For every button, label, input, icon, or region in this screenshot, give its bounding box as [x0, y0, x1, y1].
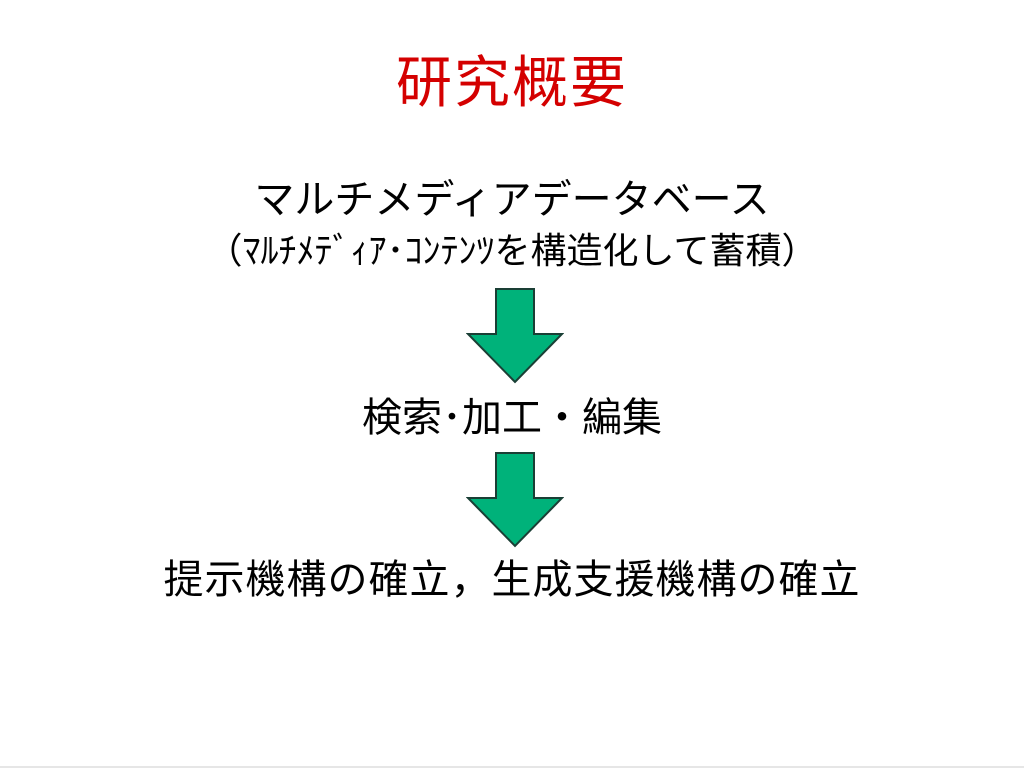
text-mechanism-establishment: 提示機構の確立，生成支援機構の確立 — [163, 557, 861, 603]
bottom-divider — [0, 766, 1024, 768]
text-multimedia-database: マルチメディアデータベース — [254, 177, 770, 223]
text-structure-note: （ﾏﾙﾁﾒﾃﾞｨｱ･ｺﾝﾃﾝﾂを構造化して蓄積） — [206, 231, 818, 272]
down-arrow-icon — [466, 452, 564, 548]
down-arrow-icon — [466, 288, 564, 384]
slide-title: 研究概要 — [396, 51, 628, 116]
text-search-process-edit: 検索･加工・編集 — [362, 395, 662, 441]
